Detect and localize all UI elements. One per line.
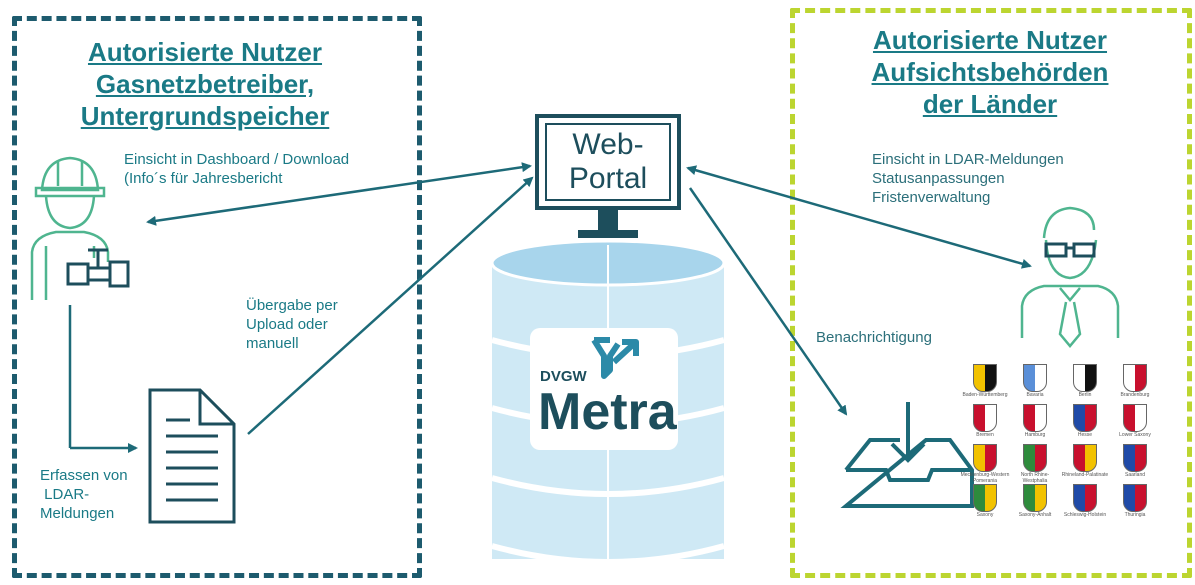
crest-shield-icon <box>1023 404 1047 432</box>
crest-shield-icon <box>973 364 997 392</box>
right-heading-line-1: Autorisierte Nutzer <box>872 25 1108 55</box>
right-heading: Autorisierte Nutzer Aufsichtsbehörden de… <box>830 24 1150 120</box>
state-crest: Mecklenburg-Western Pomerania <box>960 444 1010 484</box>
left-heading-line-2: Gasnetzbetreiber, <box>95 69 315 99</box>
crest-name: Hamburg <box>1024 432 1046 438</box>
authority-actions-line-1: Einsicht in LDAR-Meldungen <box>872 151 1064 168</box>
capture-label: Erfassen von LDAR- Meldungen <box>40 466 170 523</box>
web-portal-line-1: Web- <box>572 128 644 161</box>
glasses-icon <box>1044 242 1096 258</box>
monitor-icon <box>535 114 681 238</box>
upload-label-line-3: manuell <box>246 335 299 352</box>
crest-name: Thuringia <box>1124 512 1146 518</box>
upload-label-line-1: Übergabe per <box>246 297 338 314</box>
left-heading-line-3: Untergrundspeicher <box>80 101 330 131</box>
crest-shield-icon <box>1123 404 1147 432</box>
capture-label-line-1: Erfassen von <box>40 467 128 484</box>
logo-dvgw-text: DVGW <box>540 368 587 385</box>
crest-name: Brandenburg <box>1120 392 1150 398</box>
state-crest: Berlin <box>1060 364 1110 398</box>
state-crest: Hesse <box>1060 404 1110 438</box>
worker-icon <box>30 156 110 300</box>
left-heading: Autorisierte Nutzer Gasnetzbetreiber, Un… <box>40 36 370 132</box>
web-portal-label: Web- Portal <box>548 128 668 196</box>
state-crest: Thuringia <box>1110 484 1160 518</box>
crest-shield-icon <box>973 404 997 432</box>
funnel-arrow-icon <box>591 337 639 379</box>
state-crest: Rhineland-Palatinate <box>1060 444 1110 478</box>
state-crest: North Rhine-Westphalia <box>1010 444 1060 484</box>
crest-shield-icon <box>1123 484 1147 512</box>
crest-shield-icon <box>1023 444 1047 472</box>
crest-name: Bremen <box>976 432 994 438</box>
crest-shield-icon <box>1123 444 1147 472</box>
crest-shield-icon <box>1123 364 1147 392</box>
state-crest: Saxony <box>960 484 1010 518</box>
upload-label: Übergabe per Upload oder manuell <box>246 296 386 353</box>
crest-shield-icon <box>973 444 997 472</box>
state-crest: Baden-Württemberg <box>960 364 1010 398</box>
upload-label-line-2: Upload oder <box>246 316 328 333</box>
crest-shield-icon <box>1073 364 1097 392</box>
left-user-frame <box>12 16 422 578</box>
crest-name: Rhineland-Palatinate <box>1061 472 1109 478</box>
valve-icon <box>66 248 130 288</box>
logo-metra-text: Metra <box>538 383 677 441</box>
state-crest: Hamburg <box>1010 404 1060 438</box>
official-icon <box>1020 206 1120 348</box>
state-crest: Brandenburg <box>1110 364 1160 398</box>
state-crests-grid: Baden-Württemberg Bavaria Berlin Brandenbur… <box>960 364 1186 524</box>
crest-name: Saxony <box>976 512 994 518</box>
inbox-download-icon <box>840 402 974 508</box>
crest-name: Bavaria <box>1026 392 1044 398</box>
capture-label-line-2: LDAR- <box>40 486 90 503</box>
crest-name: North Rhine-Westphalia <box>1020 472 1050 484</box>
state-crest: Bavaria <box>1010 364 1060 398</box>
state-crest: Saarland <box>1110 444 1160 478</box>
state-crest: Saxony-Anhalt <box>1010 484 1060 518</box>
crest-name: Berlin <box>1078 392 1092 398</box>
crest-shield-icon <box>1073 444 1097 472</box>
crest-shield-icon <box>1073 484 1097 512</box>
crest-name: Schleswig-Holstein <box>1063 512 1107 518</box>
left-heading-line-1: Autorisierte Nutzer <box>87 37 323 67</box>
crest-shield-icon <box>973 484 997 512</box>
right-user-frame <box>790 8 1192 578</box>
right-heading-line-2: Aufsichtsbehörden <box>871 57 1109 87</box>
right-heading-line-3: der Länder <box>922 89 1058 119</box>
crest-name: Lower Saxony <box>1119 432 1151 438</box>
crest-name: Saxony-Anhalt <box>1018 512 1052 518</box>
crest-name: Baden-Württemberg <box>962 392 1008 398</box>
metra-logo: DVGW Metra <box>530 328 678 450</box>
web-portal-line-2: Portal <box>568 162 648 195</box>
state-crest: Bremen <box>960 404 1010 438</box>
capture-label-line-3: Meldungen <box>40 505 115 522</box>
crest-name: Saarland <box>1124 472 1145 478</box>
notification-label: Benachrichtigung <box>816 329 932 346</box>
crest-name: Mecklenburg-Western Pomerania <box>960 472 1010 484</box>
state-crest: Lower Saxony <box>1110 404 1160 438</box>
crest-shield-icon <box>1073 404 1097 432</box>
crest-shield-icon <box>1023 364 1047 392</box>
flow-arrows <box>68 162 1032 453</box>
crest-name: Hesse <box>1077 432 1093 438</box>
document-icon <box>148 388 236 524</box>
crest-shield-icon <box>1023 484 1047 512</box>
state-crest: Schleswig-Holstein <box>1060 484 1110 518</box>
